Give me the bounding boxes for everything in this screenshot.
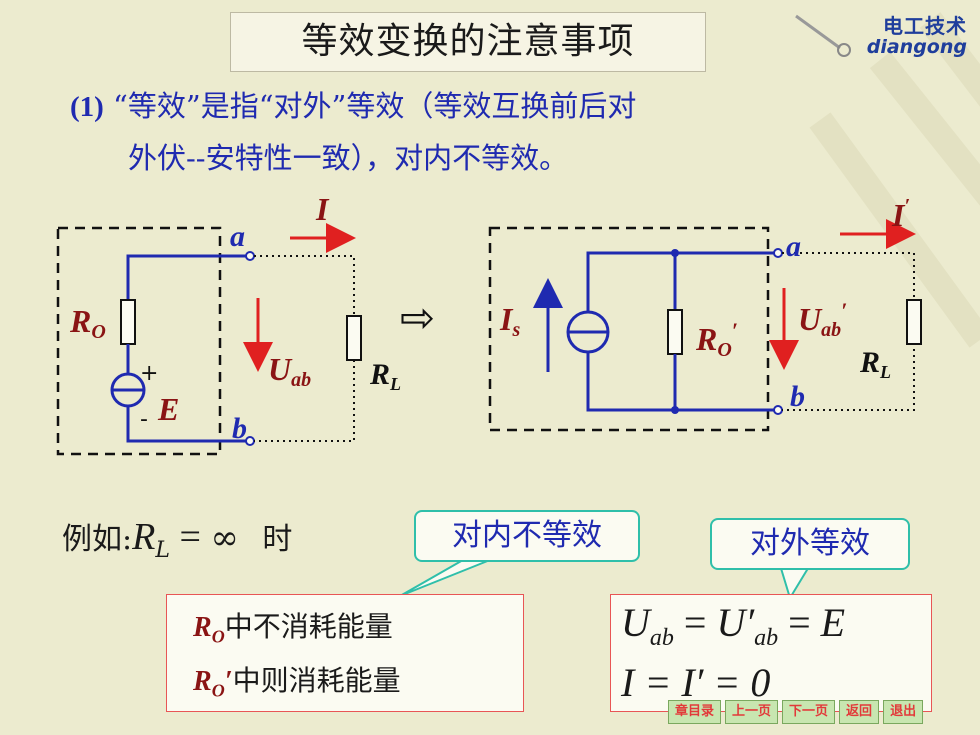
left-circuit: RO + - E a b I Uab RL <box>56 191 401 456</box>
internal-note-line-2: RO′中则消耗能量 <box>193 659 401 702</box>
prev-page-button[interactable]: 上一页 <box>725 700 779 724</box>
external-equations-box: Uab = U′ab = E I = I′ = 0 <box>610 594 932 712</box>
left-resistor-ro <box>120 299 136 345</box>
plus-label: + <box>140 361 158 386</box>
junction-bottom <box>671 406 679 414</box>
slide-navigation: 章目录 上一页 下一页 返回 退出 <box>668 700 924 724</box>
note1-text: 中不消耗能量 <box>224 610 393 643</box>
junction-top <box>671 249 679 257</box>
internal-note-box: RO中不消耗能量 RO′中则消耗能量 <box>166 594 524 712</box>
right-circuit: Is RO′ a b I′ Uab′ RL <box>488 195 922 432</box>
terminal-a-right <box>773 248 783 258</box>
terminal-b-left <box>245 436 255 446</box>
load-label-left: RL <box>369 358 401 394</box>
logo: 电工技术 diangong <box>788 8 973 60</box>
note2-r: RO′ <box>193 666 233 701</box>
node-b-left: b <box>232 412 247 445</box>
ro-prime-label: RO′ <box>695 318 738 361</box>
internal-note-line-1: RO中不消耗能量 <box>193 605 393 648</box>
example-prefix: 例如: <box>62 522 133 557</box>
example-suffix: 时 <box>262 522 293 557</box>
example-var: R <box>132 516 156 558</box>
e-label: E <box>157 391 179 427</box>
callout-external: 对外等效 <box>710 518 910 570</box>
voltage-label-left: Uab <box>268 351 311 391</box>
right-boundary-dashed <box>488 226 770 432</box>
terminal-a-left <box>245 251 255 261</box>
circuit-diagram: RO + - E a b I Uab RL ⇨ Is RO′ a b I′ Ua… <box>56 191 922 456</box>
right-resistor-ro <box>667 309 683 355</box>
next-page-button[interactable]: 下一页 <box>782 700 836 724</box>
example-var-sub: L <box>155 538 170 563</box>
left-wire-top <box>126 254 248 300</box>
callout-internal-pointer <box>399 555 501 597</box>
right-wire-bottom <box>586 352 776 412</box>
current-label-right: I′ <box>891 195 910 233</box>
load-label-right: RL <box>859 346 891 382</box>
note2-text: 中则消耗能量 <box>232 664 401 697</box>
example-rel: = <box>179 516 201 558</box>
logo-text-cn: 电工技术 <box>883 14 967 38</box>
point-line-1: (1) “等效”是指“对外”等效（等效互换前后对 <box>70 86 636 127</box>
point-line-2: 外伏--安特性一致），对内不等效。 <box>128 138 568 178</box>
example-value: ∞ <box>210 518 239 558</box>
equation-2: I = I′ = 0 <box>621 660 771 705</box>
back-button[interactable]: 返回 <box>839 700 880 724</box>
equation-1: Uab = U′ab = E <box>621 600 846 651</box>
example-line: 例如:RL = ∞ 时 <box>62 514 292 563</box>
minus-label: - <box>140 407 148 432</box>
is-label: Is <box>499 301 520 341</box>
note1-r: RO <box>193 612 225 647</box>
terminal-b-right <box>773 405 783 415</box>
ro-label-left: RO <box>69 303 106 343</box>
equivalence-arrow: ⇨ <box>400 293 435 342</box>
node-a-left: a <box>230 220 245 253</box>
point-number: (1) <box>70 91 104 123</box>
left-load-wire <box>254 255 355 442</box>
logo-graphic-icon <box>795 14 851 57</box>
callout-internal: 对内不等效 <box>414 510 640 562</box>
voltage-label-right: Uab′ <box>798 298 847 341</box>
node-b-right: b <box>790 380 805 413</box>
logo-text-en: diangong <box>866 36 967 58</box>
left-boundary-dashed <box>56 226 222 456</box>
right-load-rl <box>906 299 922 345</box>
left-wire-bottom <box>126 406 248 443</box>
point-text-1: “等效”是指“对外”等效（等效互换前后对 <box>113 89 637 123</box>
exit-button[interactable]: 退出 <box>883 700 924 724</box>
toc-button[interactable]: 章目录 <box>668 700 722 724</box>
page-title: 等效变换的注意事项 <box>230 12 706 72</box>
right-wire-top <box>586 251 776 312</box>
point-text-2: 外伏--安特性一致），对内不等效。 <box>128 141 569 175</box>
current-label-left: I <box>315 191 330 227</box>
node-a-right: a <box>786 230 801 263</box>
left-load-rl <box>346 315 362 361</box>
